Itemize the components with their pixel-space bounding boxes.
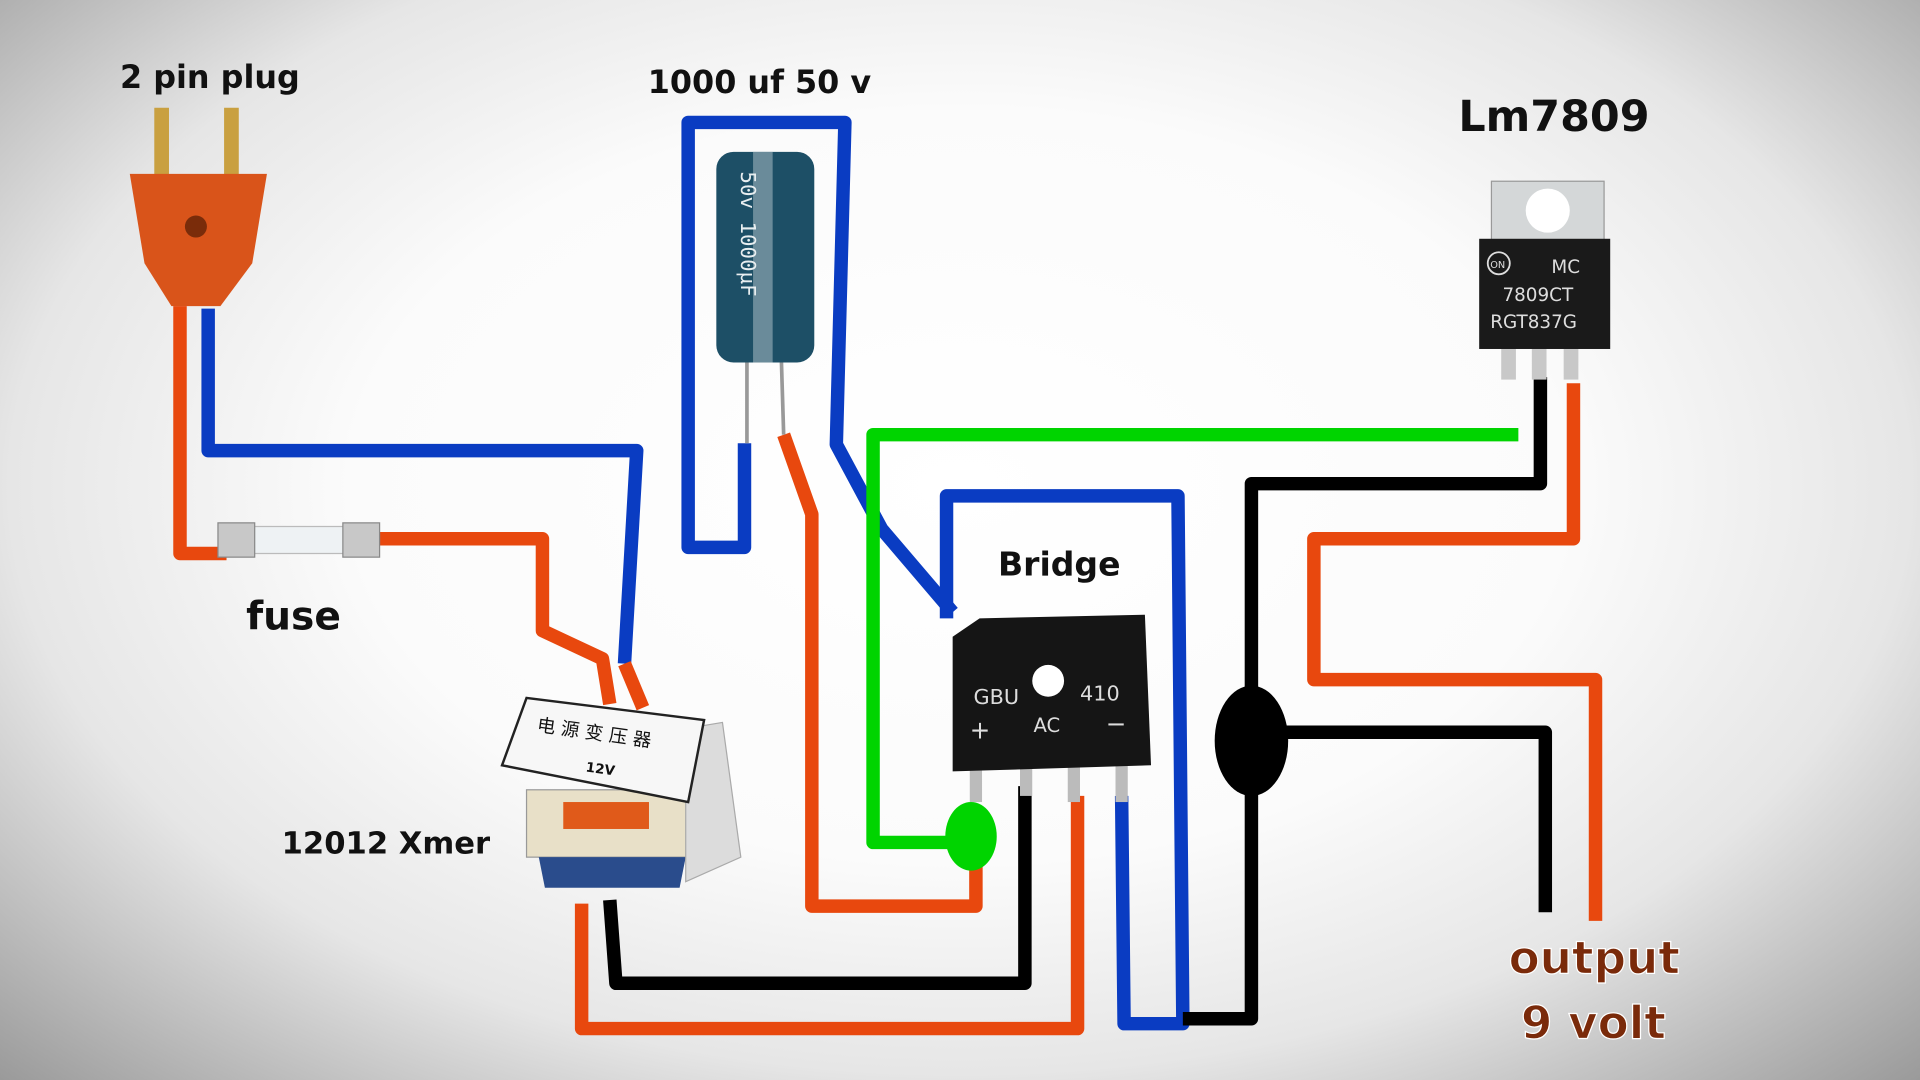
transformer-primary-wire xyxy=(618,661,650,711)
regulator-mc-label: MC xyxy=(1551,257,1580,278)
secondary-black-wire xyxy=(603,786,1032,990)
ground-junction xyxy=(1214,685,1289,796)
regulator-label: Lm7809 xyxy=(1458,92,1649,142)
two-pin-plug xyxy=(129,107,267,307)
capacitor-marking: 50v 1000µF xyxy=(736,171,760,296)
secondary-red-wire xyxy=(574,795,1085,1036)
voltage-regulator: ON MC 7809CT RGT837G xyxy=(1479,180,1611,380)
output-positive-wire xyxy=(1307,383,1603,921)
capacitor-positive-wire xyxy=(777,432,983,913)
plug-neutral-wire xyxy=(201,308,644,665)
fuse-label: fuse xyxy=(246,594,341,639)
wires xyxy=(173,115,1603,1036)
bridge-plus-label: + xyxy=(970,715,991,744)
bridge-number-label: 410 xyxy=(1080,681,1120,705)
glass-fuse xyxy=(217,522,381,558)
bridge-negative-wire xyxy=(939,489,1190,1031)
positive-junction xyxy=(945,802,997,871)
capacitor: 50v 1000µF xyxy=(716,151,815,444)
output-ground-wire xyxy=(1251,725,1553,913)
transformer-voltage-label: 12V xyxy=(585,761,617,780)
ground-wire xyxy=(1182,377,1548,1026)
transformer-label: 12012 Xmer xyxy=(282,826,491,861)
output-label: output xyxy=(1509,931,1680,984)
plug-label: 2 pin plug xyxy=(120,58,300,96)
regulator-logo: ON xyxy=(1490,260,1505,271)
regulator-input-wire xyxy=(866,427,1519,850)
bridge-ac-label: AC xyxy=(1033,714,1060,737)
capacitor-label: 1000 uf 50 v xyxy=(648,63,872,101)
bridge-label: Bridge xyxy=(998,545,1121,584)
transformer: 电 源 变 压 器 12V xyxy=(500,696,742,888)
regulator-code-label: RGT837G xyxy=(1490,312,1577,333)
fuse-to-transformer-wire xyxy=(377,532,617,706)
regulator-part-label: 7809CT xyxy=(1502,285,1574,306)
bridge-rectifier: GBU 410 + AC − xyxy=(952,614,1152,803)
bridge-minus-label: − xyxy=(1106,709,1127,738)
output-voltage-label: 9 volt xyxy=(1521,996,1666,1049)
plug-live-wire xyxy=(173,306,227,561)
bridge-part-label: GBU xyxy=(973,685,1019,709)
